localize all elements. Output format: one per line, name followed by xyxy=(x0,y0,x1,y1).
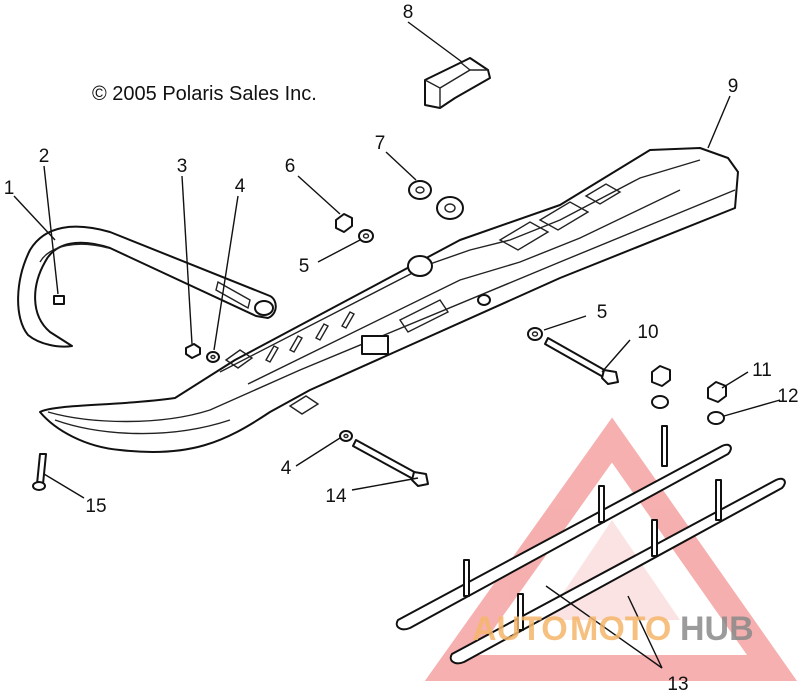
watermark-part-2: MOTO xyxy=(570,610,671,648)
part-12-washers xyxy=(651,395,725,425)
part-10-bolt xyxy=(544,337,619,385)
callout-4-upper: 4 xyxy=(235,176,246,197)
callout-2: 2 xyxy=(39,146,50,167)
part-14-bolt xyxy=(352,439,429,487)
callout-8: 8 xyxy=(403,2,414,23)
part-2-pin xyxy=(53,295,65,305)
watermark-part-1: AUTO xyxy=(472,610,568,648)
callout-5-left: 5 xyxy=(299,256,310,277)
callout-4-lower: 4 xyxy=(281,458,292,479)
callout-14: 14 xyxy=(325,486,347,507)
part-4-washer-upper xyxy=(206,351,220,363)
part-13-runners xyxy=(395,425,786,665)
callout-11: 11 xyxy=(752,360,772,381)
callout-13: 13 xyxy=(667,674,688,691)
leader-lines xyxy=(13,21,781,669)
watermark-text: AUTO MOTO HUB xyxy=(472,610,754,648)
part-7-bushings xyxy=(408,180,464,220)
callout-12: 12 xyxy=(777,386,798,407)
watermark-part-3: HUB xyxy=(680,610,754,648)
callout-3: 3 xyxy=(177,156,188,177)
part-4-washer-lower xyxy=(339,430,353,442)
part-5-washer-lower xyxy=(527,327,543,341)
part-3-nut xyxy=(185,343,201,359)
part-8-bumper xyxy=(424,57,491,109)
callout-9: 9 xyxy=(728,76,739,97)
callout-5-right: 5 xyxy=(597,302,608,323)
copyright-notice: © 2005 Polaris Sales Inc. xyxy=(92,83,317,105)
callout-6: 6 xyxy=(285,156,296,177)
callout-10: 10 xyxy=(637,322,658,343)
callout-numbers: 1 2 3 4 6 5 7 8 9 5 10 11 12 13 14 4 15 xyxy=(4,2,799,691)
callout-1: 1 xyxy=(4,178,15,199)
part-9-ski-body xyxy=(39,147,739,454)
callout-7: 7 xyxy=(375,133,386,154)
part-5-washer-upper xyxy=(358,229,374,243)
part-15-screw xyxy=(32,453,47,491)
callout-15: 15 xyxy=(85,496,106,517)
part-6-nut xyxy=(335,213,353,233)
part-11-nuts xyxy=(651,365,727,403)
